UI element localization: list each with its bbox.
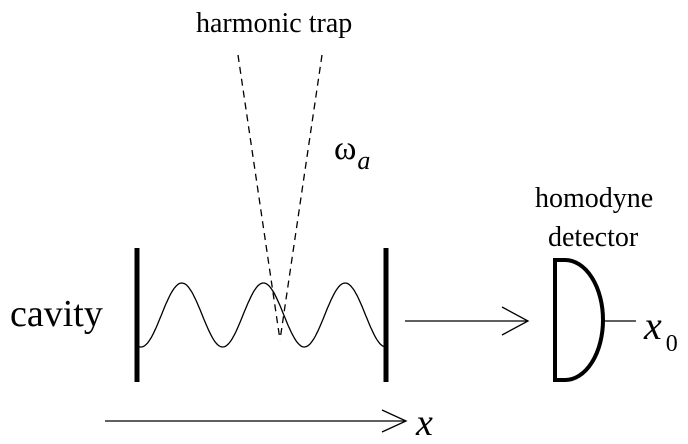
detector-label-line2: detector (548, 222, 639, 253)
trap-right-dashed-line (279, 54, 323, 341)
cavity-standing-wave (138, 282, 385, 348)
x-axis-label: x (416, 402, 433, 444)
homodyne-detector-icon (553, 258, 605, 382)
x-axis-arrowhead (381, 409, 408, 433)
detector-label-line1: homodyne (535, 183, 654, 214)
harmonic-trap-label: harmonic trap (196, 8, 353, 39)
x0-symbol: x (644, 303, 662, 348)
omega-symbol: ω (334, 130, 357, 167)
x0-subscript: 0 (665, 331, 678, 357)
trap-left-dashed-line (237, 54, 281, 341)
cavity-label: cavity (10, 293, 103, 335)
omega-subscript: a (357, 146, 371, 175)
omega-a-label: ωa (334, 130, 370, 175)
output-beam-arrowhead (501, 306, 530, 336)
